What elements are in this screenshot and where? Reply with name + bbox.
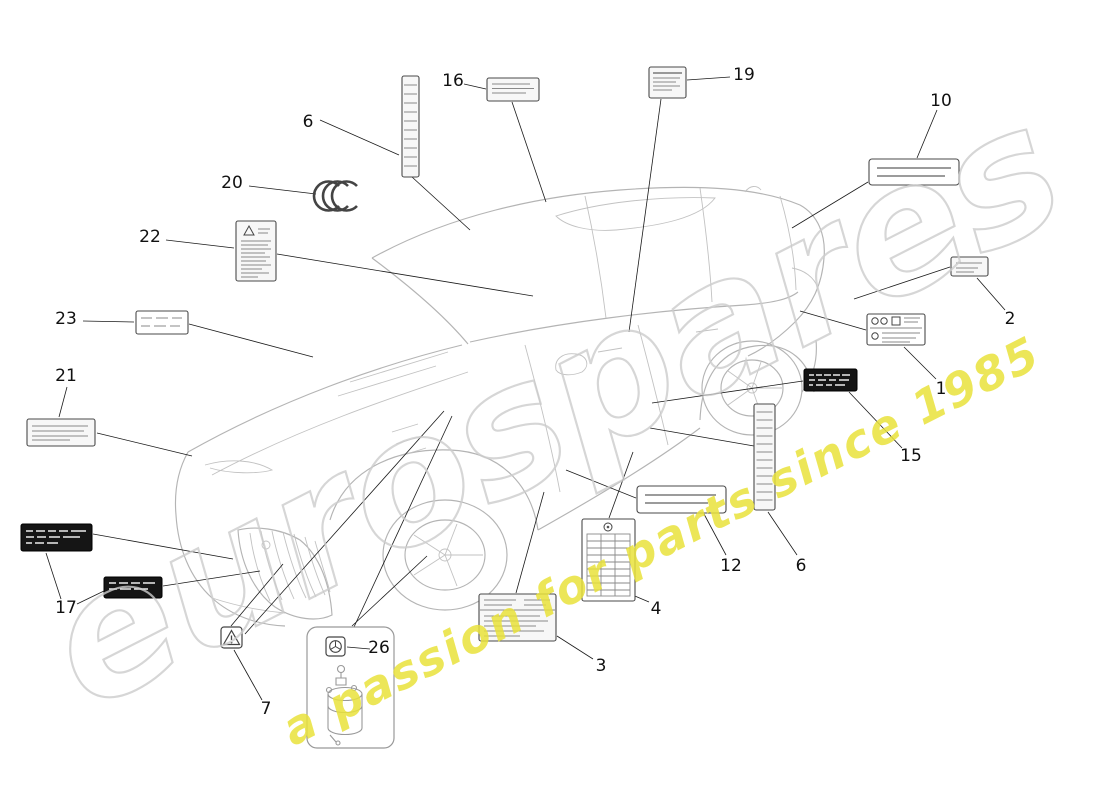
callout-number-6-top[interactable]: 6 (302, 112, 314, 132)
sticker-label-6-right (753, 403, 776, 511)
callout-number-23[interactable]: 23 (55, 309, 77, 329)
sticker-label-6-top (401, 75, 420, 178)
sticker-label-3 (478, 593, 557, 642)
sticker-label-12 (636, 485, 727, 514)
callout-number-20[interactable]: 20 (221, 173, 243, 193)
sticker-label-16 (486, 77, 540, 102)
sticker-label-10 (868, 158, 960, 186)
rear-wheel (701, 340, 803, 436)
callout-number-6-right[interactable]: 6 (795, 556, 807, 576)
sticker-label-17-b (103, 576, 163, 599)
watermark: eurospares a passion for parts since 198… (14, 65, 1094, 756)
sticker-label-15 (803, 368, 858, 392)
callout-number-22[interactable]: 22 (139, 227, 161, 247)
side-mirror (555, 353, 588, 376)
warning-triangle-icon (220, 626, 243, 649)
callout-number-3[interactable]: 3 (595, 656, 607, 676)
sticker-label-1-tire-pressure (866, 313, 926, 346)
callout-number-16[interactable]: 16 (442, 71, 464, 91)
callout-number-15[interactable]: 15 (900, 446, 922, 466)
callout-number-12[interactable]: 12 (720, 556, 742, 576)
callout-number-4[interactable]: 4 (650, 599, 662, 619)
callout-number-1[interactable]: 1 (935, 379, 947, 399)
callout-number-7[interactable]: 7 (260, 699, 272, 719)
ccc-certification-icon (312, 180, 358, 212)
callout-number-19[interactable]: 19 (733, 65, 755, 85)
sticker-label-23 (135, 310, 189, 335)
refrigerant-fan-icon (325, 636, 346, 657)
callout-number-26[interactable]: 26 (368, 638, 390, 658)
callout-number-17[interactable]: 17 (55, 598, 77, 618)
sticker-label-2 (950, 256, 989, 277)
callout-number-21[interactable]: 21 (55, 366, 77, 386)
sticker-label-17-a (20, 523, 93, 552)
sticker-label-22 (235, 220, 277, 282)
callout-number-10[interactable]: 10 (930, 91, 952, 111)
callout-number-2[interactable]: 2 (1004, 309, 1016, 329)
compressor-illustration (325, 664, 363, 746)
sticker-label-19 (648, 66, 687, 99)
callout-leader-lines (45, 76, 1006, 701)
vehicle-illustration (174, 186, 825, 627)
sticker-label-21 (26, 418, 96, 447)
recycle-triangle-icon (243, 224, 255, 236)
detail-box-26 (306, 626, 395, 749)
trident-badge-icon (261, 540, 271, 550)
front-wheel (382, 499, 508, 611)
sticker-label-4-table (581, 518, 636, 602)
